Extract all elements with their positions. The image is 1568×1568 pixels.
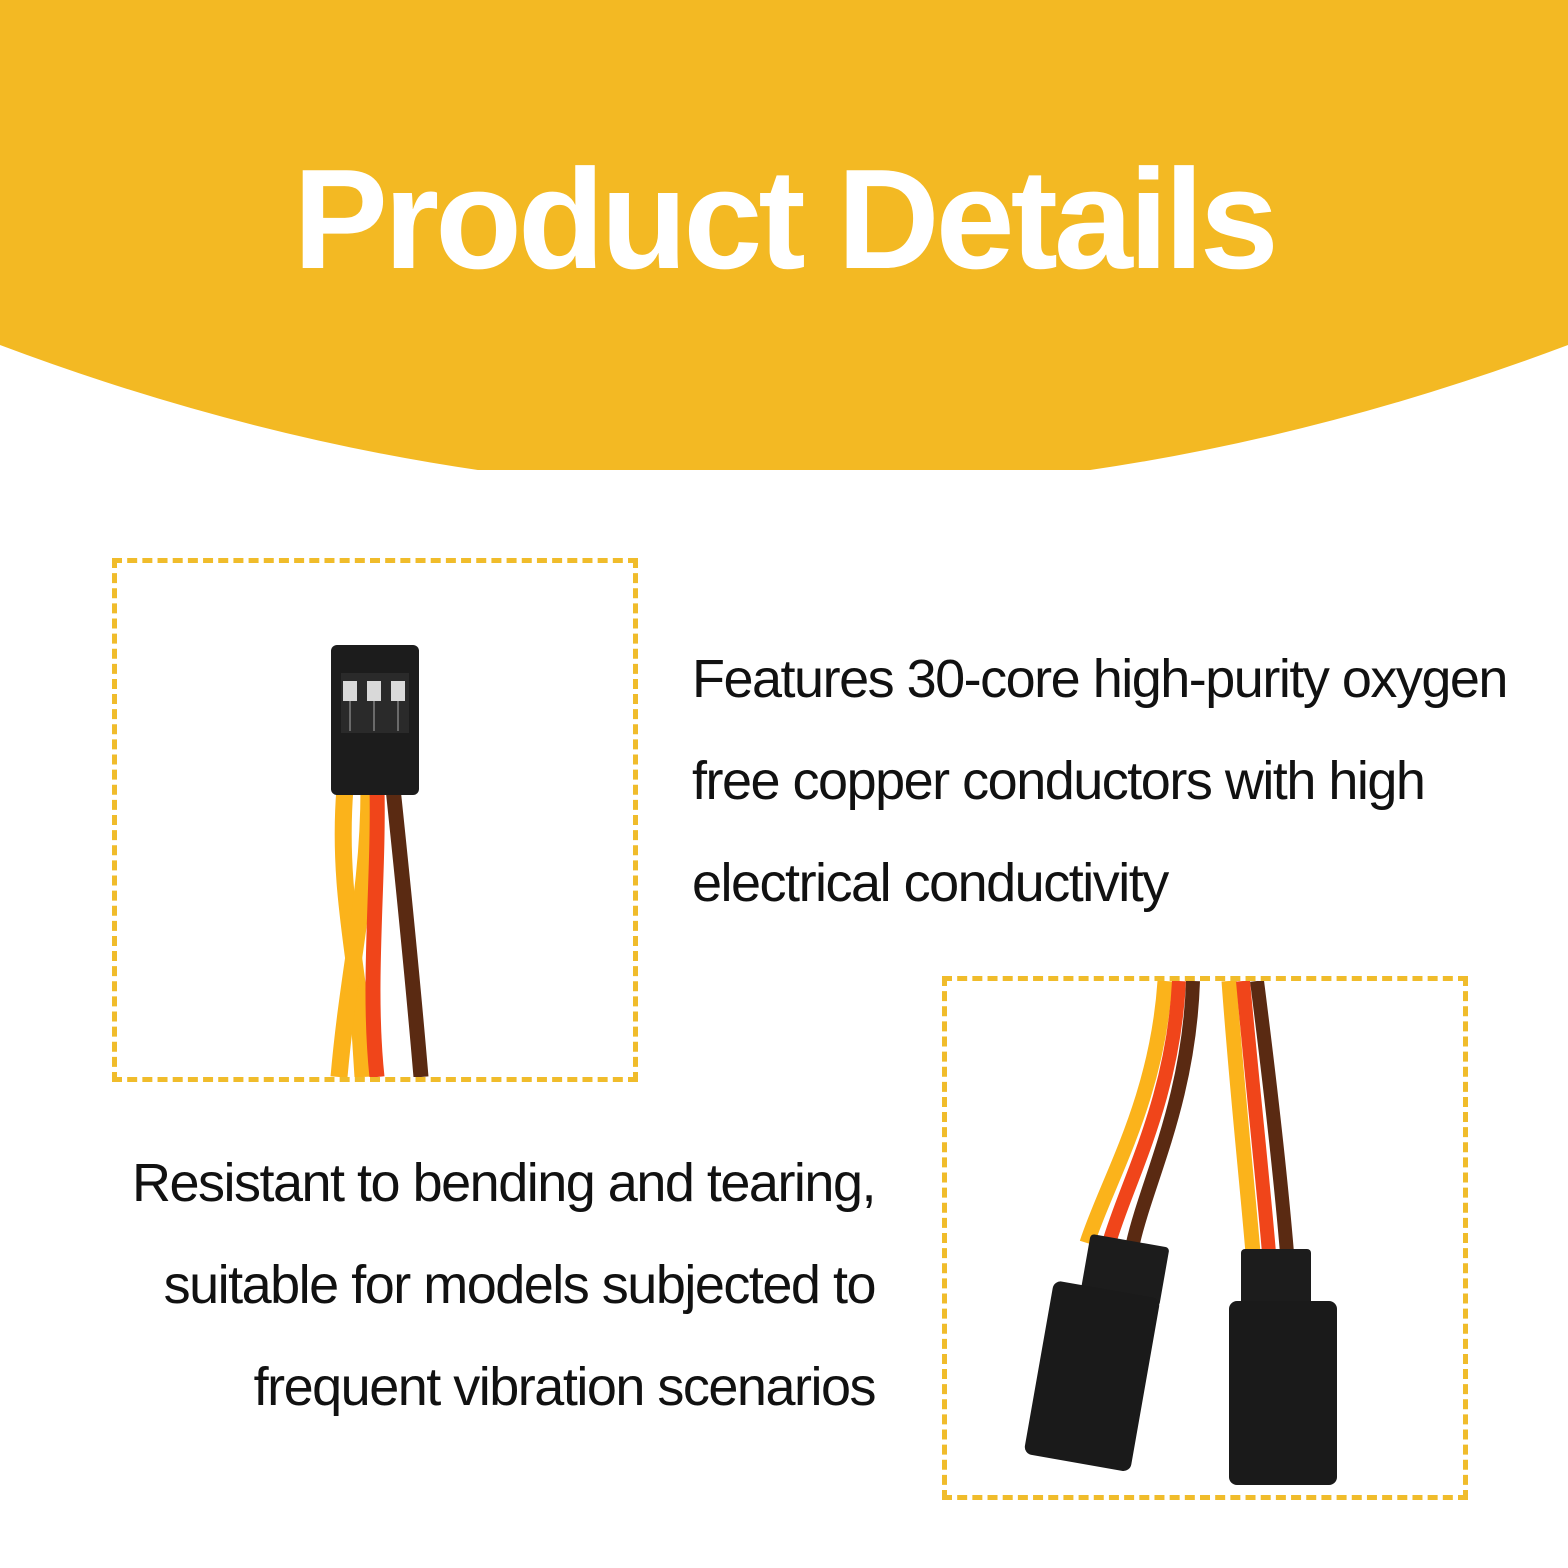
feature-image-frame-2 — [942, 976, 1468, 1500]
feature-1-line-3: electrical conductivity — [692, 853, 1169, 913]
feature-2-line-1: Resistant to bending and tearing, — [131, 1153, 877, 1213]
feature-1-line-2: free copper conductors with high — [692, 751, 1426, 811]
header-banner — [0, 0, 1568, 470]
page-title: Product Details — [293, 140, 1279, 299]
feature-image-frame-1 — [112, 558, 638, 1082]
feature-2-line-2: suitable for models subjected to — [163, 1255, 877, 1315]
feature-text-1: Features 30-core high-purity oxygen free… — [692, 628, 1552, 934]
feature-1-line-1: Features 30-core high-purity oxygen — [692, 649, 1508, 709]
connector-pins-icon — [330, 645, 429, 1077]
feature-2-line-3: frequent vibration scenarios — [253, 1357, 877, 1417]
feature-text-2: Resistant to bending and tearing, suitab… — [60, 1132, 877, 1438]
dual-connector-icon — [1024, 981, 1337, 1485]
